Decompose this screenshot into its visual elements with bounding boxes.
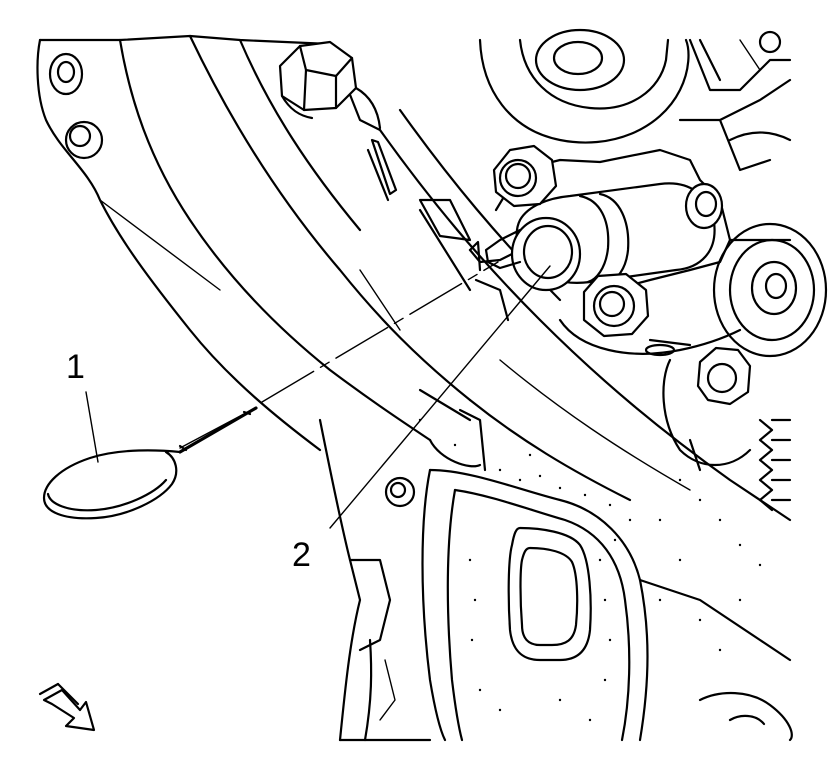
callout-2: 2 bbox=[292, 536, 311, 574]
upper-pulley bbox=[478, 28, 792, 172]
timing-chain-tensioner bbox=[366, 138, 742, 357]
tensioner-pulley bbox=[712, 222, 828, 512]
casting-texture bbox=[418, 418, 762, 722]
upper-bolt bbox=[278, 40, 382, 130]
retaining-clip bbox=[42, 406, 258, 520]
leader-lines bbox=[85, 261, 551, 529]
engine-front-cover bbox=[36, 34, 793, 742]
front-arrow-icon bbox=[38, 682, 96, 732]
callout-1: 1 bbox=[66, 348, 85, 386]
lower-right-bolt bbox=[662, 346, 752, 472]
